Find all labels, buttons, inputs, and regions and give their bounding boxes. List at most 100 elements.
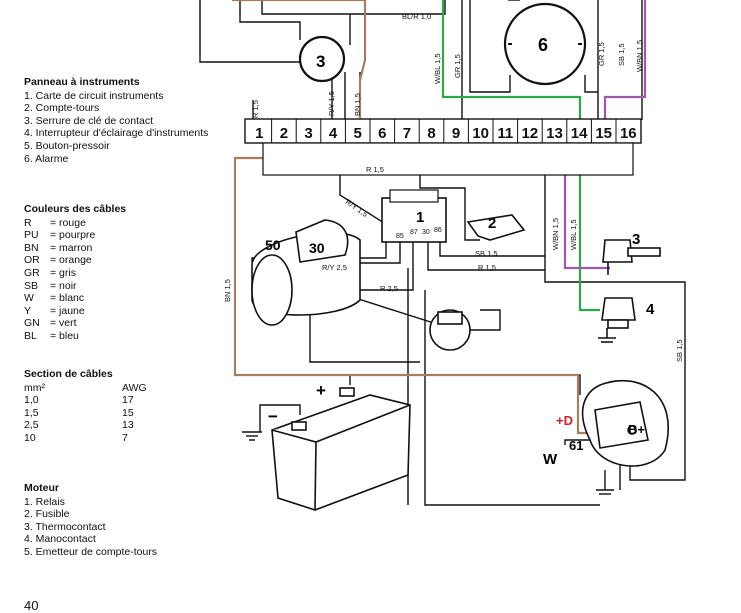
color-code: GN xyxy=(24,317,40,330)
terminal-number: 5 xyxy=(354,125,362,142)
relay-pin-85: 85 xyxy=(396,233,404,240)
terminal-number: 9 xyxy=(452,125,460,142)
color-row: R = rouge xyxy=(24,217,126,230)
awg-value: 13 xyxy=(122,419,134,432)
mm-value: 1,0 xyxy=(24,394,39,407)
terminal-strip xyxy=(244,118,642,144)
callout-relay: 1 xyxy=(416,209,424,226)
color-code: SB xyxy=(24,279,39,292)
legend-item: 4. Manocontact xyxy=(24,533,96,546)
wire-label: R/Y 1,5 xyxy=(327,91,336,116)
color-name: = blanc xyxy=(50,292,85,305)
awg-value: 15 xyxy=(122,406,134,419)
wire-label: R 1,5 xyxy=(251,100,260,118)
terminal-number: 8 xyxy=(427,125,435,142)
wire-label: R 2,5 xyxy=(380,284,398,293)
wire-label: R 1,5 xyxy=(366,165,384,174)
wire-label: R/Y 1,5 xyxy=(344,197,370,219)
color-row: BN= marron xyxy=(24,242,126,255)
legend-item: 3. Serrure de clé de contact xyxy=(24,114,153,127)
terminal-number: 12 xyxy=(522,125,539,142)
ignition-switch-icon xyxy=(298,35,346,83)
color-code: OR xyxy=(24,254,40,267)
callout-fuse: 2 xyxy=(488,215,496,232)
color-row: PU = pourpre xyxy=(24,229,126,242)
terminal-number: 11 xyxy=(497,125,513,142)
unit-mm: mm² xyxy=(24,381,45,394)
battery-minus: − xyxy=(268,407,278,426)
alternator-icon xyxy=(581,380,670,467)
wire-label: SB 1,5 xyxy=(475,249,498,258)
color-code: PU xyxy=(24,229,39,242)
terminal-number: 10 xyxy=(472,125,489,142)
callout-thermo: 3 xyxy=(632,231,640,248)
green-wire xyxy=(441,0,600,312)
legend-instrument-panel: Panneau à instruments 1. Carte de circui… xyxy=(24,76,208,165)
legend-title: Panneau à instruments xyxy=(24,76,140,88)
color-code: GR xyxy=(24,266,40,279)
wire-label: GR 1,5 xyxy=(597,42,606,66)
starter-motor-icon xyxy=(251,219,361,326)
wire-label: GR 1,5 xyxy=(453,54,462,78)
color-row: Y= jaune xyxy=(24,305,126,318)
color-row: GR = gris xyxy=(24,267,126,280)
legend-item: 5. Emetteur de compte-tours xyxy=(24,545,158,558)
mm-value: 2,5 xyxy=(24,419,39,432)
color-name: = orange xyxy=(50,254,92,267)
color-name: = vert xyxy=(50,317,77,330)
callout-starter-50: 50 xyxy=(265,237,281,253)
terminal-number: 4 xyxy=(329,125,338,142)
thermo-contact-icon xyxy=(602,239,661,275)
page-number: 40 xyxy=(24,598,39,613)
legend-wire-colors: Couleurs des câbles R = rouge PU = pourpre… xyxy=(24,203,126,343)
color-name: = bleu xyxy=(50,329,79,342)
color-row: BL= bleu xyxy=(24,330,126,343)
callout-starter-30: 30 xyxy=(309,240,325,256)
legend-title: Moteur xyxy=(24,482,59,494)
wire-label: BN 1,5 xyxy=(353,93,362,116)
oil-pressure-switch-icon xyxy=(598,297,636,343)
battery-icon xyxy=(271,387,411,511)
legend-item: 3. Thermocontact xyxy=(24,520,106,533)
color-name: = jaune xyxy=(50,304,85,317)
legend-engine: Moteur 1. Relais 2. Fusible 3. Thermocon… xyxy=(24,482,157,559)
color-name: = noir xyxy=(50,279,77,292)
legend-item: 1. Carte de circuit instruments xyxy=(24,89,164,102)
wire-label: W/BN 1,5 xyxy=(635,40,644,72)
color-name: = gris xyxy=(50,266,76,279)
alarm-icon xyxy=(503,2,587,86)
legend-title: Section de câbles xyxy=(24,368,113,380)
terminal-number: 3 xyxy=(304,125,312,142)
legend-title: Couleurs des câbles xyxy=(24,203,127,215)
battery-plus: + xyxy=(316,381,326,400)
legend-item: 1. Relais xyxy=(24,495,65,508)
wire-label: SB 1,5 xyxy=(675,339,684,362)
color-name: = pourpre xyxy=(50,229,96,242)
color-row: OR = orange xyxy=(24,254,126,267)
legend-item: 4. Interrupteur d'éclairage d'instrument… xyxy=(24,127,209,140)
mm-value: 1,5 xyxy=(24,406,39,419)
wire-label: BN 1,5 xyxy=(223,279,232,302)
terminal-number: 13 xyxy=(546,125,563,142)
legend-item: 6. Alarme xyxy=(24,152,69,165)
relay-pin-86: 86 xyxy=(434,227,442,234)
color-code: R xyxy=(24,216,32,229)
callout-alt-d-plus: +D xyxy=(556,413,573,428)
color-row: SB = noir xyxy=(24,280,126,293)
legend-item: 2. Fusible xyxy=(24,508,70,521)
wire-label: W/BL 1,5 xyxy=(433,53,442,84)
legend-item: 5. Bouton-pressoir xyxy=(24,139,110,152)
callout-alt-w: W xyxy=(543,451,558,468)
color-name: = rouge xyxy=(50,216,86,229)
mm-value: 10 xyxy=(24,431,36,444)
color-name: = marron xyxy=(50,241,93,254)
callout-alt-b-plus: B+ xyxy=(628,422,645,437)
awg-value: 17 xyxy=(122,394,134,407)
color-row: W= blanc xyxy=(24,292,126,305)
legend-item: 2. Compte-tours xyxy=(24,102,100,115)
wire-label: SB 1,5 xyxy=(617,43,626,66)
wire-label: W/BL 1,5 xyxy=(569,219,578,250)
relay-pin-30: 30 xyxy=(422,229,430,236)
callout-alarm: 6 xyxy=(538,35,548,55)
